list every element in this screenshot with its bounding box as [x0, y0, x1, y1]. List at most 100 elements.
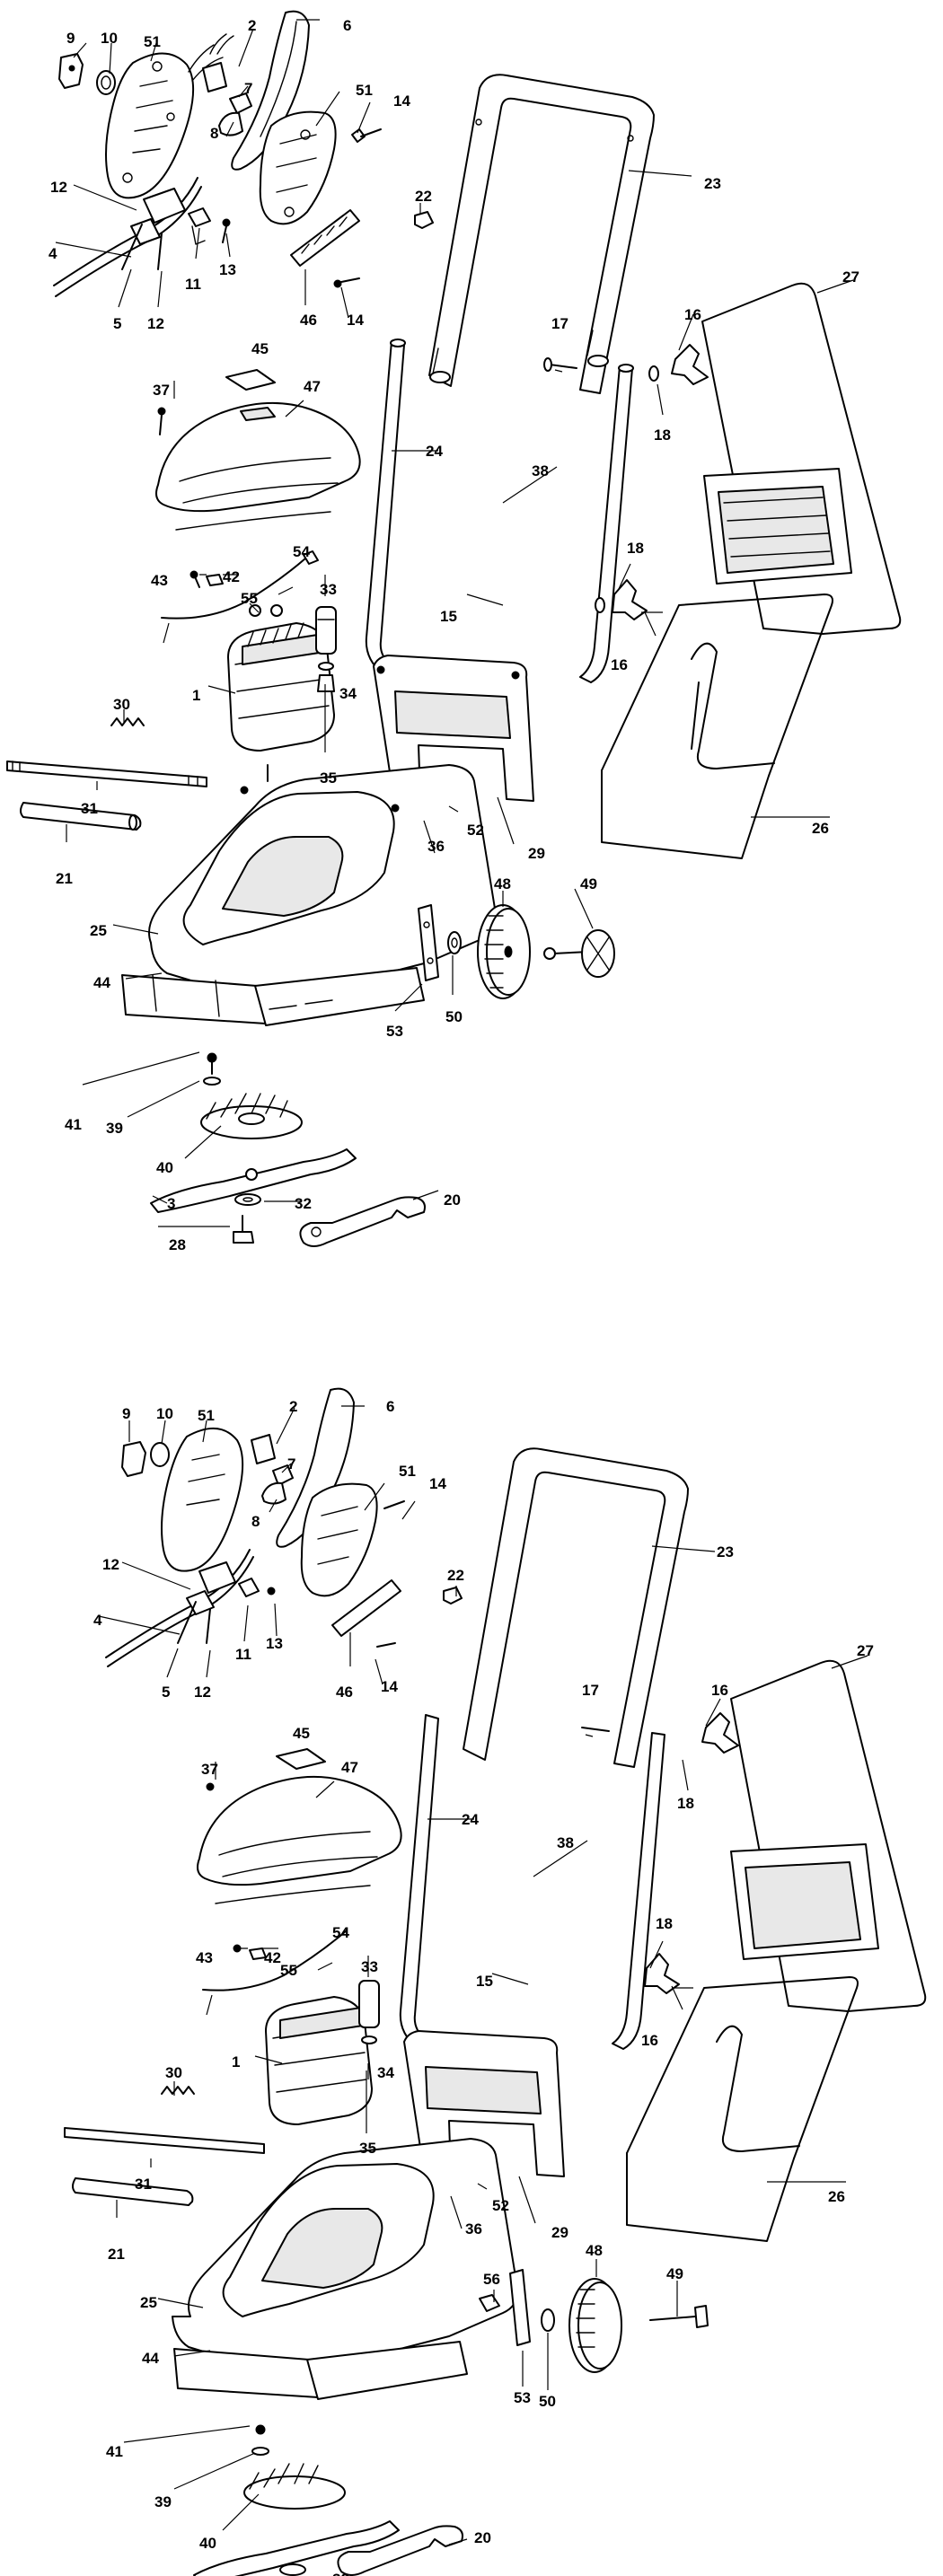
part-label: 41 — [106, 2443, 123, 2460]
handle-grip-drawing — [276, 1387, 355, 1548]
part-label: 11 — [185, 276, 201, 293]
part-label: 26 — [812, 820, 829, 837]
grass-box-frame-drawing — [601, 593, 833, 859]
part-label: 30 — [165, 2064, 182, 2081]
blade-3-drawing — [150, 1148, 357, 1213]
part-label: 48 — [494, 875, 511, 892]
part-label: 9 — [122, 1405, 130, 1422]
part-label: 1 — [192, 687, 200, 704]
part-label: 45 — [293, 1725, 310, 1742]
spanner-20-drawing — [299, 1196, 426, 1247]
grommet-part-drawing — [96, 70, 116, 95]
screw-14b-drawing — [376, 1642, 396, 1648]
part-label: 22 — [447, 1567, 464, 1584]
part-label: 16 — [641, 2032, 658, 2049]
upper-diagram: 1 2 3 4 5 6 7 8 9 10 11 12 12 13 14 14 1… — [6, 10, 902, 1253]
part-label: 18 — [627, 540, 644, 557]
part-label: 27 — [842, 268, 859, 286]
nut-22-drawing — [414, 211, 434, 229]
cable-clip-strip-drawing — [331, 1579, 401, 1637]
part-label: 51 — [144, 33, 161, 50]
part-label: 40 — [156, 1159, 173, 1176]
part-label: 51 — [356, 82, 373, 99]
knob-16b-drawing — [595, 579, 648, 620]
part-label: 49 — [580, 875, 597, 892]
part-label: 15 — [476, 1973, 493, 1990]
part-label: 20 — [474, 2529, 491, 2546]
part-label: 14 — [429, 1475, 446, 1492]
part-label: 24 — [462, 1811, 479, 1828]
part-label: 25 — [140, 2294, 157, 2311]
screw-37-drawing — [206, 1782, 215, 1791]
part-label: 12 — [50, 179, 67, 196]
part-label: 43 — [196, 1949, 213, 1966]
part-label: 36 — [465, 2220, 482, 2238]
screw-13-drawing — [267, 1587, 276, 1596]
handle-grip-drawing — [231, 10, 310, 171]
part-label: 14 — [381, 1678, 398, 1695]
part-label: 47 — [304, 378, 321, 395]
part-label: 51 — [198, 1407, 215, 1424]
part-label: 14 — [393, 92, 410, 110]
part-label: 12 — [194, 1684, 211, 1701]
part-label: 34 — [339, 685, 357, 702]
bolt-17-drawing — [543, 357, 577, 372]
part-label: 53 — [386, 1023, 403, 1040]
blade-adaptor-drawing — [200, 1052, 303, 1139]
part-label: 16 — [711, 1682, 728, 1699]
part-label: 34 — [377, 2064, 394, 2081]
part-label: 6 — [386, 1398, 394, 1415]
part-label: 39 — [154, 2493, 172, 2510]
motor-cover-drawing — [197, 1748, 402, 1904]
axle-rod-drawing — [64, 2127, 265, 2154]
part-label: 42 — [264, 1949, 281, 1966]
part-label: 21 — [108, 2246, 125, 2263]
switch-housing-left-drawing — [161, 1427, 244, 1572]
wheel-bolt-49-drawing — [649, 2305, 709, 2328]
knob-16a-drawing — [648, 344, 709, 385]
blade-adaptor-drawing — [243, 2424, 346, 2510]
grommet-part-drawing — [150, 1442, 170, 1467]
part-label: 24 — [426, 443, 443, 460]
part-label: 20 — [444, 1191, 461, 1209]
part-label: 38 — [532, 462, 549, 479]
part-label: 23 — [704, 175, 721, 192]
washer-32-drawing — [279, 2563, 306, 2576]
part-label: 44 — [142, 2350, 159, 2367]
lower-diagram: 1 2 3 4 5 6 7 8 9 10 11 12 12 13 14 14 1… — [64, 1387, 927, 2576]
wheel-48-drawing — [477, 904, 531, 999]
spanner-20-drawing — [337, 2525, 463, 2576]
clip-part-drawing — [188, 207, 211, 245]
part-label: 49 — [666, 2265, 683, 2282]
part-label: 4 — [48, 245, 57, 262]
upper-handle-drawing — [463, 1447, 689, 1768]
spring-30-drawing — [161, 2086, 195, 2095]
part-label: 25 — [90, 922, 107, 939]
part-label: 15 — [440, 608, 457, 625]
part-label: 33 — [361, 1958, 378, 1975]
wheel-bracket-53-drawing — [509, 2269, 531, 2346]
part-label: 32 — [295, 1195, 312, 1212]
part-label: 47 — [341, 1759, 358, 1776]
part-label: 54 — [332, 1924, 349, 1941]
part-label: 12 — [102, 1556, 119, 1573]
washer-50-drawing — [447, 931, 462, 954]
mower-deck-drawing — [172, 2138, 519, 2400]
capacitor-drawing — [315, 606, 337, 692]
part-label: 36 — [427, 838, 445, 855]
part-label: 14 — [347, 312, 364, 329]
part-label: 8 — [251, 1513, 260, 1530]
knob-16b-drawing — [644, 1953, 680, 1994]
grass-box-drawing — [701, 282, 902, 635]
part-label: 51 — [399, 1463, 416, 1480]
screw-14b-drawing — [333, 277, 360, 288]
part-label: 22 — [415, 188, 432, 205]
part-label: 54 — [293, 543, 310, 560]
leader-lines-upper — [55, 19, 854, 1227]
bolt-17-drawing — [581, 1727, 610, 1732]
part-label: 21 — [56, 870, 73, 887]
upper-handle-drawing — [428, 74, 655, 394]
rear-flap-drawing — [373, 655, 534, 802]
part-label: 32 — [332, 2571, 349, 2576]
motor-drawing — [227, 622, 335, 782]
